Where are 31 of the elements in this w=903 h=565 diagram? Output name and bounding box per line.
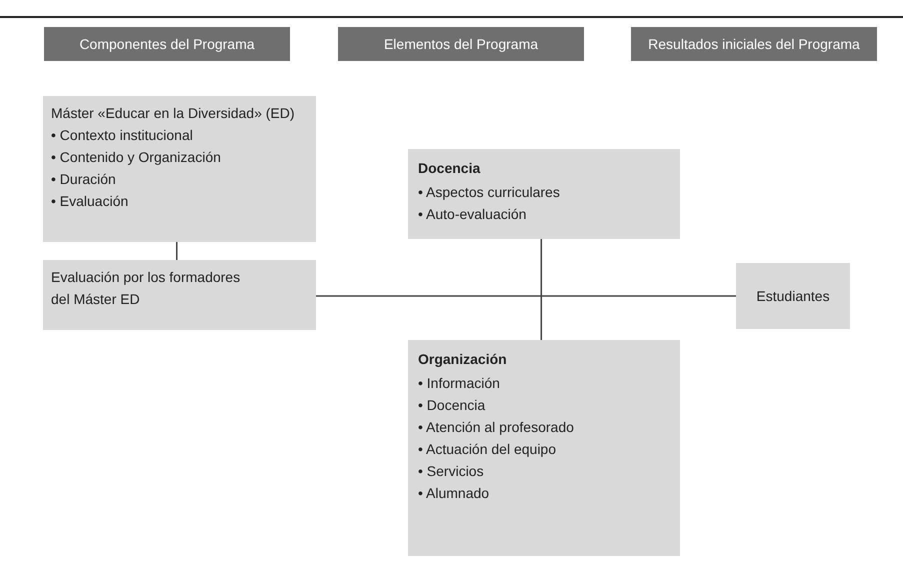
bullet-item: • Auto-evaluación xyxy=(418,205,528,224)
box-title: Máster «Educar en la Diversidad» (ED) xyxy=(51,104,296,123)
bullet-item: • Atención al profesorado xyxy=(418,418,575,437)
connector-line xyxy=(316,295,736,297)
bullet-item: • Actuación del equipo xyxy=(418,440,558,459)
bullet-item: • Docencia xyxy=(418,396,486,415)
content-box xyxy=(736,263,850,329)
content-box xyxy=(408,149,680,239)
box-title: Docencia xyxy=(418,159,482,178)
bullet-item: • Duración xyxy=(51,170,117,189)
box-text: Resultados iniciales del Programa xyxy=(648,35,860,53)
bullet-item: • Contenido y Organización xyxy=(51,148,222,167)
box-text: Estudiantes xyxy=(756,287,830,305)
connector-line xyxy=(540,239,542,340)
bullet-item: • Contexto institucional xyxy=(51,126,194,145)
box-title: Organización xyxy=(418,350,508,369)
box-text: Evaluación por los formadores del Máster ED xyxy=(51,268,242,309)
box-text: Elementos del Programa xyxy=(384,35,538,53)
connector-line xyxy=(176,242,178,260)
bullet-item: • Servicios xyxy=(418,462,485,481)
box-text: Componentes del Programa xyxy=(79,35,255,53)
content-box xyxy=(408,340,680,556)
bullet-item: • Alumnado xyxy=(418,484,490,503)
column-header xyxy=(338,27,584,61)
bullet-item: • Información xyxy=(418,374,501,393)
content-box xyxy=(43,96,316,242)
column-header xyxy=(631,27,877,61)
bullet-item: • Aspectos curriculares xyxy=(418,183,561,202)
content-box xyxy=(43,260,316,330)
column-header xyxy=(44,27,290,61)
bullet-item: • Evaluación xyxy=(51,192,130,211)
